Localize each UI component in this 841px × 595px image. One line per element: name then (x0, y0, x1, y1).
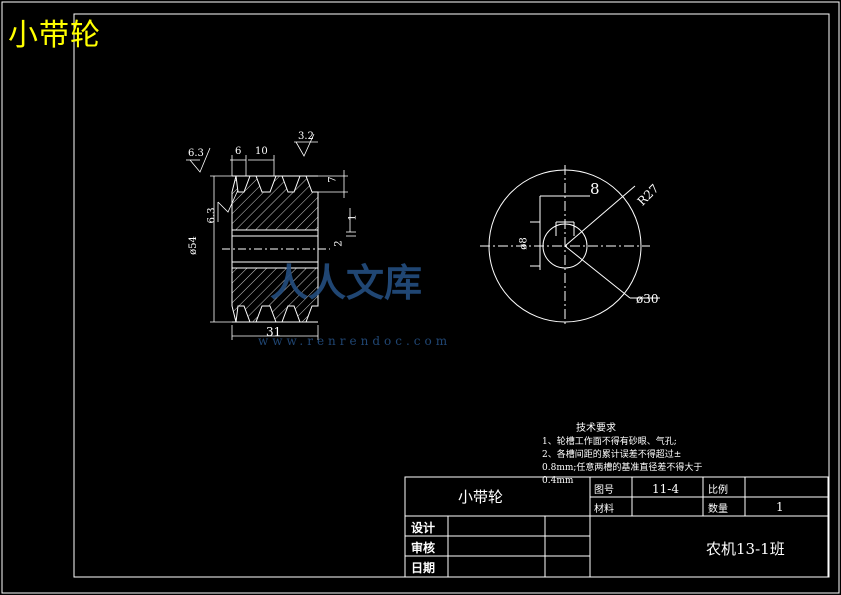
roughness-6-3-a: 6.3 (188, 148, 204, 159)
dim-10: 10 (255, 146, 268, 157)
tb-drawing-no: 11-4 (652, 482, 679, 496)
title-block (404, 476, 829, 578)
dim-dia30: ø30 (636, 292, 659, 306)
dim-dia54: ø54 (187, 236, 199, 255)
dim-8: 8 (590, 180, 600, 198)
tb-design: 设计 (411, 521, 436, 535)
roughness-6-3-b: 6.3 (206, 207, 218, 224)
tb-review: 审核 (411, 541, 436, 555)
tb-part-name: 小带轮 (458, 488, 504, 506)
tb-date: 日期 (411, 561, 436, 575)
dim-31: 31 (266, 325, 282, 339)
requirement-line-3: 0.8mm;任意两槽的基准直径差不得大于 (542, 463, 703, 473)
dim-6: 6 (235, 146, 242, 157)
requirements-title: 技术要求 (576, 423, 616, 434)
watermark-text: 人人文库 (270, 260, 423, 305)
section-dimensions (186, 133, 356, 340)
tb-material-label: 材料 (594, 504, 614, 515)
roughness-3-2: 3.2 (298, 131, 314, 142)
requirement-line-4: 0.4mm (542, 476, 574, 486)
dim-1: 1 (347, 214, 359, 221)
pulley-end-view (480, 165, 660, 325)
requirement-line-1: 1、轮槽工作面不得有砂眼、气孔; (542, 437, 677, 447)
tb-class: 农机13-1班 (706, 540, 785, 558)
dim-dia8: ø8 (518, 237, 530, 250)
dim-7: 7 (327, 176, 339, 183)
dim-2: 2 (333, 240, 345, 247)
tb-drawing-no-label: 图号 (594, 485, 614, 496)
watermark-url: www.renrendoc.com (258, 334, 452, 348)
upper-hatch (231, 175, 319, 231)
requirement-line-2: 2、各槽间距的累计误差不得超过± (542, 450, 682, 460)
sheet-title: 小带轮 (8, 18, 101, 53)
pulley-section-view (222, 175, 330, 323)
tb-qty-label: 数量 (708, 504, 728, 515)
tb-scale-label: 比例 (708, 485, 728, 496)
tb-qty-value: 1 (776, 500, 784, 514)
